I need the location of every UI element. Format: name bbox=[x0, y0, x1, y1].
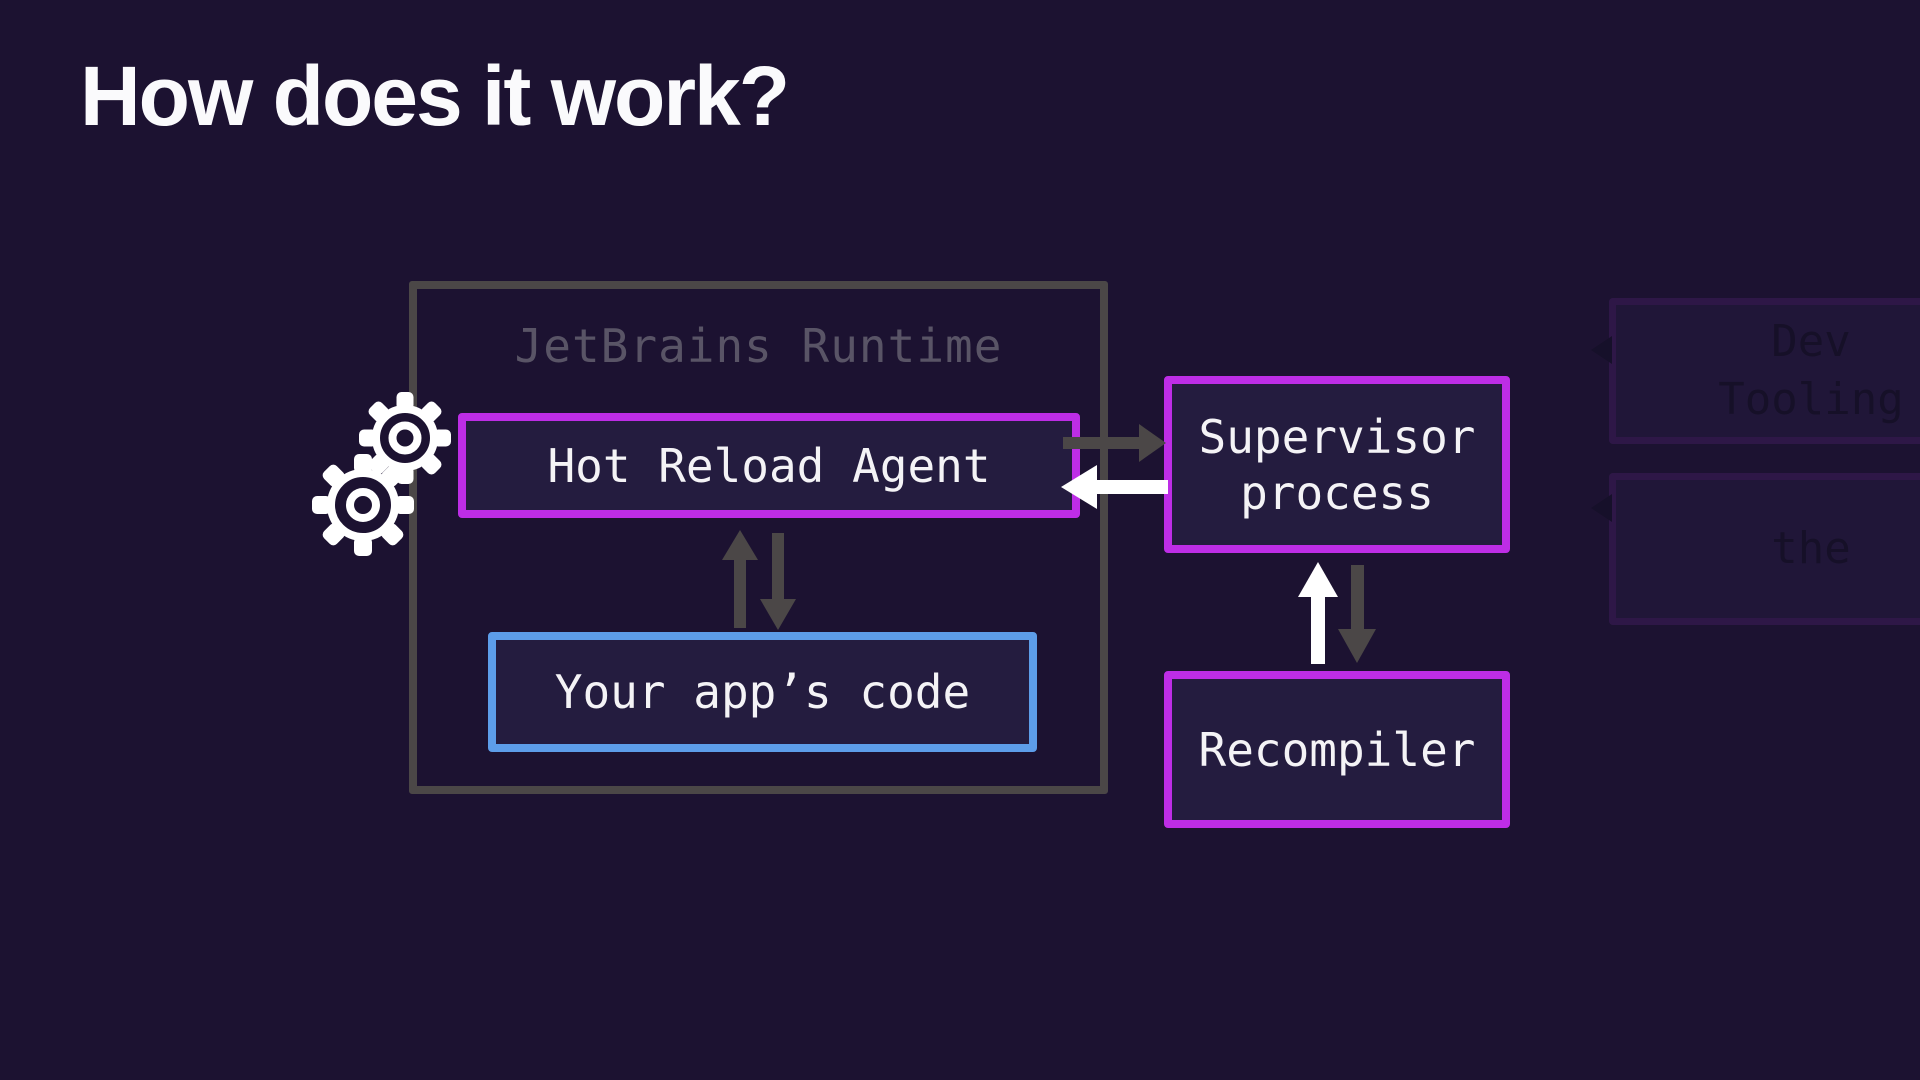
node-hot-reload-agent: Hot Reload Agent bbox=[458, 413, 1080, 518]
node-recompiler: Recompiler bbox=[1164, 671, 1510, 828]
page-title: How does it work? bbox=[80, 49, 790, 143]
ghost-node-partial: the bbox=[1609, 473, 1920, 625]
node-recompiler-label: Recompiler bbox=[1198, 722, 1476, 777]
ghost-dev-tooling-line1: Dev bbox=[1771, 316, 1851, 367]
arrow-supervisor-to-recompiler-icon bbox=[1338, 565, 1376, 663]
runtime-container-label: JetBrains Runtime bbox=[514, 319, 1003, 373]
node-hot-reload-agent-label: Hot Reload Agent bbox=[547, 438, 991, 493]
gear-icon bbox=[312, 454, 414, 556]
node-supervisor-label-line2: process bbox=[1240, 465, 1434, 520]
arrow-recompiler-to-supervisor-icon bbox=[1298, 562, 1338, 664]
node-supervisor-process: Supervisor process bbox=[1164, 376, 1510, 553]
node-supervisor-label-line1: Supervisor bbox=[1198, 409, 1476, 464]
node-your-apps-code-label: Your app’s code bbox=[554, 665, 971, 719]
ghost-dev-tooling-line2: Tooling bbox=[1718, 374, 1904, 425]
ghost-partial-line1: the bbox=[1771, 523, 1851, 574]
ghost-node-dev-tooling: Dev Tooling bbox=[1609, 298, 1920, 444]
node-your-apps-code: Your app’s code bbox=[488, 632, 1037, 752]
runtime-container: JetBrains Runtime bbox=[409, 281, 1108, 794]
